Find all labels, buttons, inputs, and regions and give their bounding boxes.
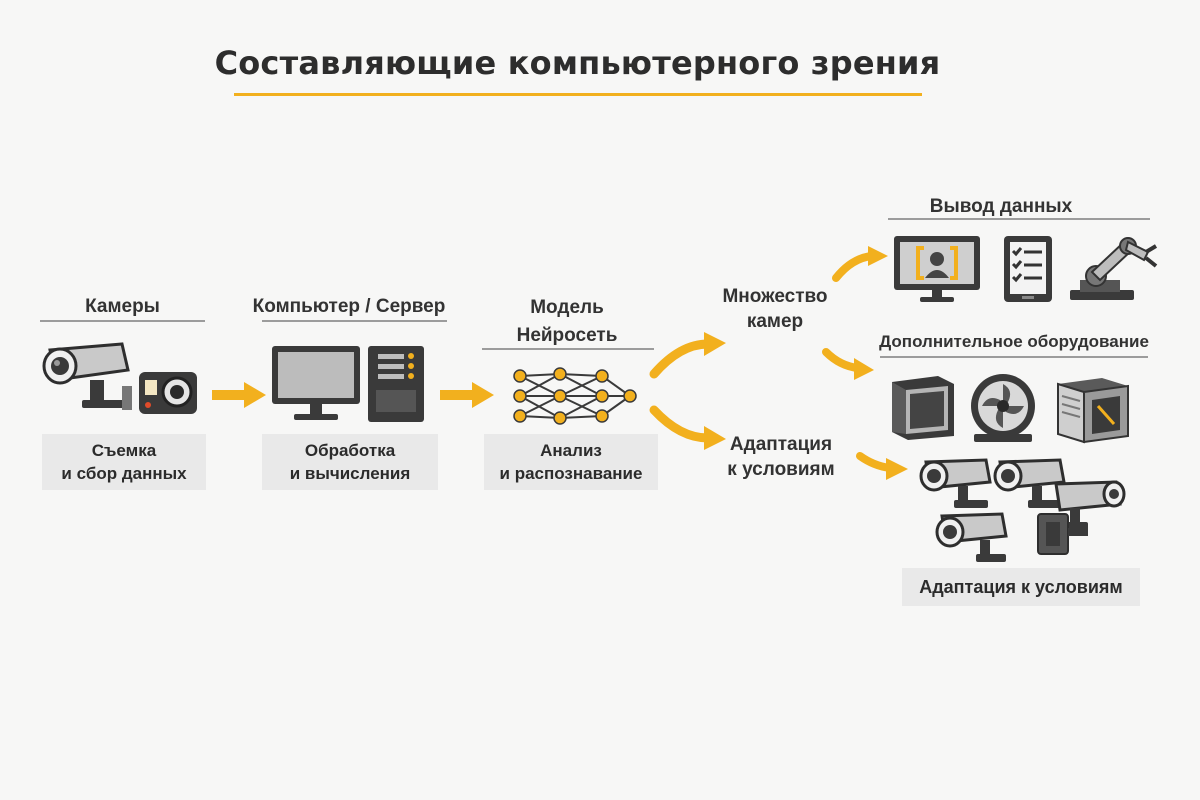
title-underline bbox=[234, 93, 922, 96]
cctv-camera-icon bbox=[42, 342, 132, 410]
branch-line: Множество bbox=[722, 286, 828, 307]
stage-computer-caption: Обработка и вычисления bbox=[262, 434, 438, 490]
branch-line: к условиям bbox=[727, 459, 835, 480]
action-camera-icon bbox=[139, 372, 197, 414]
cctv-camera-icon bbox=[1037, 513, 1088, 555]
face-recognition-monitor-icon bbox=[894, 236, 980, 302]
cctv-camera-icon bbox=[935, 512, 1008, 562]
monitor-icon bbox=[272, 346, 360, 420]
caption-line: Обработка bbox=[304, 441, 396, 460]
arrow-up-right-icon bbox=[649, 332, 726, 379]
neural-network-icon bbox=[513, 367, 637, 425]
stage-model-divider bbox=[482, 348, 654, 350]
branch-line: Адаптация bbox=[729, 434, 833, 455]
cameras-cluster-caption: Адаптация к условиям bbox=[902, 568, 1140, 606]
branch-multiple-cameras-label: Множество камер bbox=[712, 284, 838, 334]
caption-line: и сбор данных bbox=[61, 464, 187, 483]
equipment-divider bbox=[880, 356, 1148, 358]
caption-line: Анализ bbox=[540, 441, 602, 460]
cooling-fan-icon bbox=[971, 374, 1035, 442]
server-cabinet-icon bbox=[892, 376, 954, 440]
checklist-tablet-icon bbox=[1004, 236, 1052, 302]
cctv-camera-icon bbox=[993, 458, 1066, 508]
heading-line: Модель bbox=[530, 297, 604, 318]
caption-line: и распознавание bbox=[499, 464, 643, 483]
arrow-down-right-icon bbox=[822, 348, 874, 380]
stage-cameras-caption: Съемка и сбор данных bbox=[42, 434, 206, 490]
stage-cameras-divider bbox=[40, 320, 205, 322]
branch-line: камер bbox=[746, 311, 804, 332]
stage-computer-heading: Компьютер / Сервер bbox=[252, 296, 446, 317]
heading-line: Нейросеть bbox=[516, 325, 618, 346]
data-output-divider bbox=[888, 218, 1150, 220]
arrow-down-right-icon bbox=[649, 405, 726, 450]
hardware-module-icon bbox=[1057, 378, 1129, 444]
stage-cameras-heading: Камеры bbox=[85, 296, 160, 317]
arrow-right-icon bbox=[440, 382, 494, 408]
branch-adaptation-label: Адаптация к условиям bbox=[716, 432, 846, 482]
page-title: Составляющие компьютерного зрения bbox=[214, 44, 941, 82]
caption-line: Съемка bbox=[91, 441, 157, 460]
server-tower-icon bbox=[368, 346, 424, 422]
stage-computer-divider bbox=[262, 320, 447, 322]
cctv-camera-icon bbox=[919, 458, 992, 508]
arrow-up-right-icon bbox=[832, 246, 888, 282]
data-output-heading: Вывод данных bbox=[929, 196, 1073, 217]
arrow-right-icon bbox=[212, 382, 266, 408]
equipment-heading: Дополнительное оборудование bbox=[879, 332, 1149, 351]
arrow-right-icon bbox=[856, 452, 908, 480]
caption-line: и вычисления bbox=[289, 464, 411, 483]
stage-model-caption: Анализ и распознавание bbox=[484, 434, 658, 490]
robot-arm-icon bbox=[1070, 237, 1158, 300]
